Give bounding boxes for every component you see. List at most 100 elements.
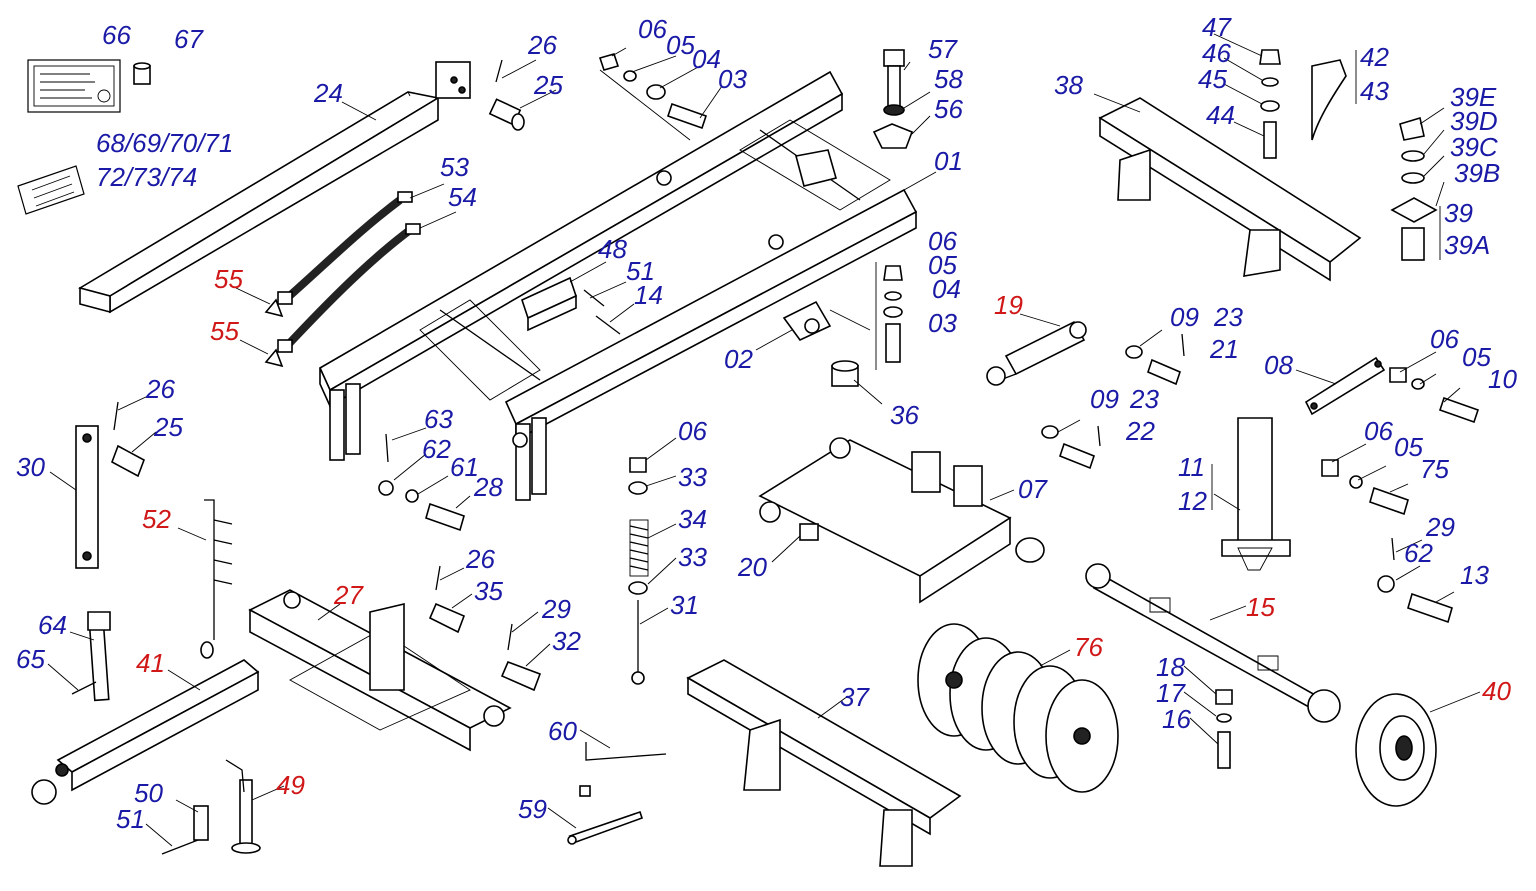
scraper-arm-part-37 — [686, 659, 962, 867]
clip-part-65 — [71, 681, 97, 695]
label-36: 36 — [890, 400, 919, 430]
label-62-right: 62 — [1404, 538, 1433, 568]
hardware-set-44 — [1259, 49, 1281, 159]
label-14: 14 — [634, 280, 663, 310]
drawbar-part-41 — [31, 659, 260, 805]
label-49: 49 — [276, 770, 305, 800]
label-26-top: 26 — [527, 30, 557, 60]
post-part-11 — [1221, 417, 1291, 571]
pin-part-50 — [193, 805, 209, 841]
label-19: 19 — [994, 290, 1023, 320]
label-13: 13 — [1460, 560, 1489, 590]
label-05-top: 05 — [666, 30, 695, 60]
jack-part-49 — [225, 759, 261, 854]
clip-part-51b — [161, 839, 199, 855]
bracket-part-48 — [521, 276, 577, 332]
hydraulic-cylinder-part-19 — [986, 320, 1087, 386]
label-40: 40 — [1482, 676, 1511, 706]
pin-part-51a — [583, 289, 605, 307]
label-23-lower: 23 — [1129, 384, 1159, 414]
axle-part-15 — [1085, 563, 1341, 723]
label-45: 45 — [1198, 64, 1227, 94]
hardware-set-39 — [1390, 116, 1438, 261]
label-07: 07 — [1018, 474, 1048, 504]
label-11: 11 — [1178, 452, 1205, 482]
label-04-mid: 04 — [932, 274, 961, 304]
label-16: 16 — [1162, 704, 1191, 734]
label-20: 20 — [737, 552, 767, 582]
bracket-part-02 — [782, 300, 871, 342]
label-01: 01 — [934, 146, 963, 176]
label-58: 58 — [934, 64, 963, 94]
label-66: 66 — [102, 20, 131, 50]
label-06-mid: 06 — [928, 226, 957, 256]
label-28: 28 — [473, 472, 503, 502]
label-39D: 39D — [1450, 106, 1498, 136]
disc-gang-part-76 — [917, 623, 1119, 793]
hardware-set-13 — [1377, 537, 1453, 624]
label-06-post: 06 — [1364, 416, 1393, 446]
axle-arm-part-07 — [758, 437, 1045, 604]
rod-part-52 — [200, 499, 233, 659]
label-06-spring: 06 — [678, 416, 707, 446]
label-31: 31 — [670, 590, 699, 620]
hardware-set-a — [598, 53, 708, 141]
label-09-lower: 09 — [1090, 384, 1119, 414]
label-39: 39 — [1444, 198, 1473, 228]
strap-part-59 — [567, 810, 644, 845]
hitch-frame-part-27 — [248, 589, 512, 752]
pin-part-25b — [111, 401, 145, 478]
label-52: 52 — [142, 504, 171, 534]
label-09-upper: 09 — [1170, 302, 1199, 332]
label-60: 60 — [548, 716, 577, 746]
label-30: 30 — [16, 452, 45, 482]
label-64: 64 — [38, 610, 67, 640]
label-02: 02 — [724, 344, 753, 374]
label-34: 34 — [678, 504, 707, 534]
label-24: 24 — [313, 78, 343, 108]
label-33-upper: 33 — [678, 462, 707, 492]
label-25-top: 25 — [533, 70, 563, 100]
label-59: 59 — [518, 794, 547, 824]
bushing-part-67 — [133, 62, 151, 85]
label-33-lower: 33 — [678, 542, 707, 572]
label-18: 18 — [1156, 652, 1185, 682]
label-37: 37 — [840, 682, 870, 712]
label-51-jack: 51 — [116, 804, 145, 834]
label-03-mid: 03 — [928, 308, 957, 338]
label-39C: 39C — [1450, 132, 1498, 162]
label-29-left: 29 — [541, 594, 571, 624]
rubber-part-56 — [872, 123, 914, 149]
label-75: 75 — [1420, 454, 1449, 484]
label-41: 41 — [136, 648, 165, 678]
main-frame-part-01 — [318, 70, 918, 501]
label-39B: 39B — [1454, 158, 1500, 188]
hardware-set-10 — [1389, 367, 1480, 424]
label-10: 10 — [1488, 364, 1517, 394]
label-76: 76 — [1074, 632, 1103, 662]
hydraulic-hose-part-53 — [264, 191, 413, 318]
rubber-part-36 — [831, 360, 859, 387]
drawbar-tube-part-24 — [77, 61, 471, 314]
label-17: 17 — [1156, 678, 1186, 708]
label-29-right: 29 — [1425, 512, 1455, 542]
label-32: 32 — [552, 626, 581, 656]
bushing-part-20 — [799, 523, 819, 541]
label-72-74: 72/73/74 — [96, 162, 197, 192]
label-05-right: 05 — [1462, 342, 1491, 372]
pin-set-21 — [1125, 333, 1185, 386]
hardware-set-b — [875, 262, 903, 370]
label-26-left: 26 — [145, 374, 175, 404]
label-43: 43 — [1360, 76, 1389, 106]
label-06-top: 06 — [638, 14, 667, 44]
label-27: 27 — [333, 580, 364, 610]
pin-part-32 — [500, 623, 542, 692]
label-48: 48 — [598, 234, 627, 264]
scraper-blade-part-42 — [1311, 59, 1347, 141]
label-55-bottom: 55 — [210, 316, 239, 346]
label-57: 57 — [928, 34, 958, 64]
tool-part-60 — [579, 742, 667, 797]
label-06-right: 06 — [1430, 324, 1459, 354]
